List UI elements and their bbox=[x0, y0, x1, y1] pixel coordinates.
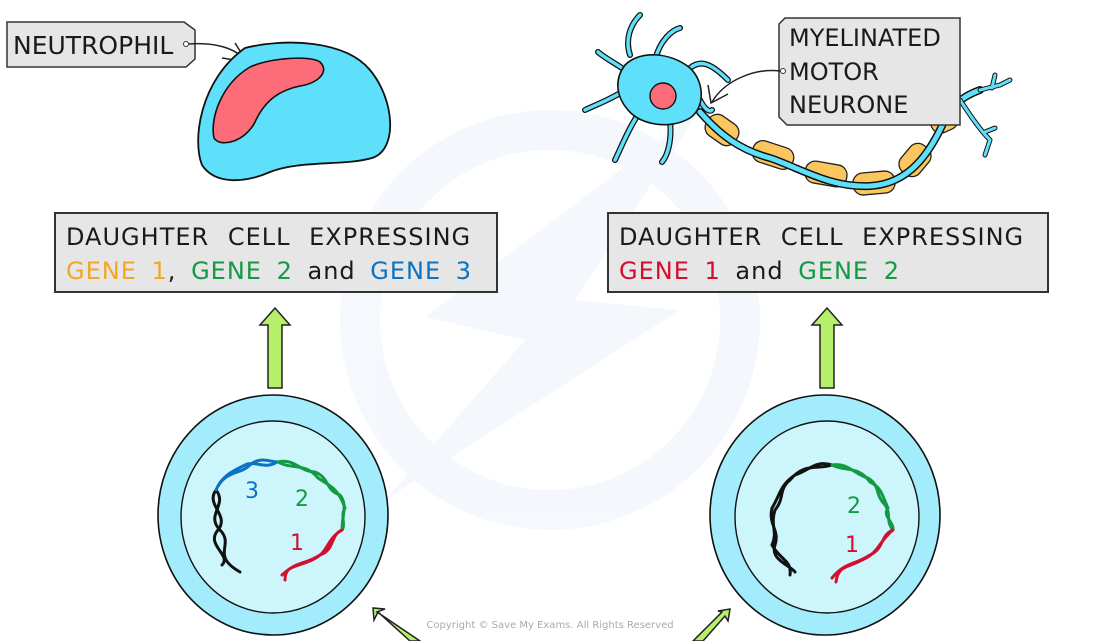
neurone-label-line3: NEURONE bbox=[789, 91, 908, 119]
right-box-genes: GENE 1 and GENE 2 bbox=[619, 254, 1037, 288]
conjunction: and bbox=[307, 257, 356, 285]
stem-cell-left: 3 2 1 bbox=[157, 394, 389, 636]
separator: , bbox=[167, 257, 177, 285]
up-arrow-left bbox=[258, 306, 292, 389]
neutrophil-cell bbox=[197, 41, 392, 182]
gene-number-2: 2 bbox=[847, 494, 861, 519]
gene-number-2: 2 bbox=[295, 487, 309, 512]
neutrophil-label-text: NEUTROPHIL bbox=[13, 31, 173, 60]
neurone-cell-body bbox=[582, 12, 731, 165]
copyright-notice: Copyright © Save My Exams. All Rights Re… bbox=[426, 620, 674, 631]
dna-strand-left bbox=[211, 458, 347, 582]
gene-1-label: GENE 1 bbox=[66, 257, 168, 285]
neurone-label: MYELINATED MOTOR NEURONE bbox=[707, 17, 961, 126]
diagonal-arrow-left bbox=[372, 607, 422, 641]
gene-1-label: GENE 1 bbox=[619, 257, 721, 285]
right-box-heading: DAUGHTER CELL EXPRESSING bbox=[619, 223, 1025, 251]
gene-2-label: GENE 2 bbox=[191, 257, 293, 285]
left-daughter-cell-box: DAUGHTER CELL EXPRESSING GENE 1, GENE 2 … bbox=[54, 212, 498, 293]
gene-number-3: 3 bbox=[245, 479, 259, 504]
neutrophil-label: NEUTROPHIL bbox=[6, 21, 249, 68]
left-box-genes: GENE 1, GENE 2 and GENE 3 bbox=[66, 254, 486, 288]
right-daughter-cell-box: DAUGHTER CELL EXPRESSING GENE 1 and GENE… bbox=[607, 212, 1049, 293]
diagonal-arrow-right bbox=[691, 608, 731, 641]
dna-strand-right bbox=[769, 462, 895, 584]
up-arrow-right bbox=[810, 306, 844, 389]
neurone-label-line1: MYELINATED bbox=[789, 24, 941, 52]
gene-3-label: GENE 3 bbox=[370, 257, 473, 285]
conjunction: and bbox=[735, 257, 784, 285]
watermark-logo bbox=[340, 110, 760, 530]
neurone-nucleus bbox=[649, 82, 677, 110]
gene-number-1: 1 bbox=[290, 531, 304, 556]
neurone-label-line2: MOTOR bbox=[789, 58, 879, 86]
left-box-heading: DAUGHTER CELL EXPRESSING bbox=[66, 223, 472, 251]
gene-number-1: 1 bbox=[845, 533, 859, 558]
gene-2-label: GENE 2 bbox=[798, 257, 900, 285]
stem-cell-right: 2 1 bbox=[709, 394, 941, 636]
